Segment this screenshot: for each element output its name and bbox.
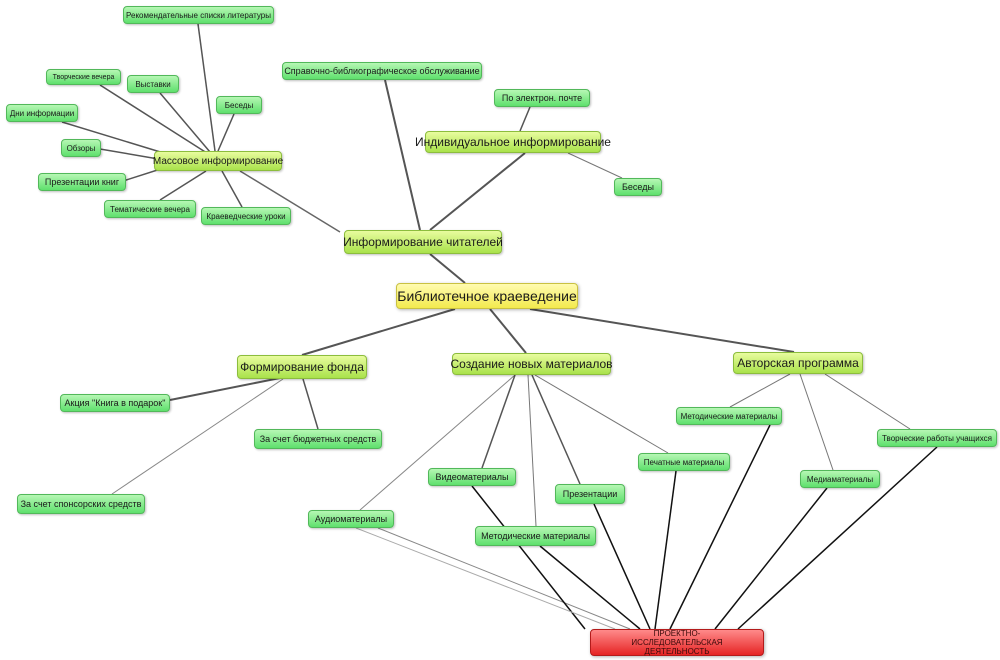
node-book-presentations[interactable]: Презентации книг: [38, 173, 126, 191]
node-student-works[interactable]: Творческие работы учащихся: [877, 429, 997, 447]
node-exhibitions[interactable]: Выставки: [127, 75, 179, 93]
node-info-days[interactable]: Дни информации: [6, 104, 78, 122]
line-mass-exhibitions: [159, 92, 211, 153]
line-methodical-target: [539, 545, 641, 630]
node-individual-informing[interactable]: Индивидуальное информирование: [415, 131, 611, 153]
line-mass-creative: [99, 84, 211, 156]
node-creative-evenings[interactable]: Творческие вечера: [46, 69, 121, 85]
line-media-target: [714, 487, 828, 630]
line-program-students: [824, 373, 911, 430]
node-reviews[interactable]: Обзоры: [61, 139, 101, 157]
line-audio-target-2: [355, 527, 616, 630]
line-individual-email: [519, 106, 531, 132]
line-mass-reading: [197, 23, 216, 152]
node-new-materials[interactable]: Создание новых материалов: [450, 353, 613, 375]
line-fund-sponsor: [111, 378, 284, 495]
line-program-methodical: [729, 373, 791, 408]
node-presentations[interactable]: Презентации: [555, 484, 625, 504]
node-mass-talks[interactable]: Беседы: [216, 96, 262, 114]
node-printed-materials[interactable]: Печатные материалы: [638, 453, 730, 471]
line-mass-talks: [217, 113, 235, 152]
line-informing-reference: [384, 79, 421, 231]
line-mass-themeevenings: [159, 170, 207, 201]
node-video[interactable]: Видеоматериалы: [428, 468, 516, 486]
node-sponsor[interactable]: За счет спонсорских средств: [17, 494, 145, 514]
node-informing[interactable]: Информирование читателей: [343, 230, 503, 254]
node-gift-action[interactable]: Акция "Книга в подарок": [60, 394, 170, 412]
line-central-materials: [489, 308, 527, 354]
node-reading-lists[interactable]: Рекомендательные списки литературы: [123, 6, 274, 24]
node-audio[interactable]: Аудиоматериалы: [308, 510, 394, 528]
node-individual-talks[interactable]: Беседы: [614, 178, 662, 196]
line-materials-video: [481, 374, 516, 469]
node-author-program[interactable]: Авторская программа: [733, 352, 863, 374]
line-students-target: [737, 446, 938, 630]
node-budget[interactable]: За счет бюджетных средств: [254, 429, 382, 449]
line-fund-gift: [169, 377, 281, 401]
line-materials-printed: [534, 374, 669, 454]
node-program-methodical[interactable]: Методические материалы: [676, 407, 782, 425]
line-fund-budget: [302, 378, 319, 430]
line-printed-target: [654, 470, 677, 630]
node-media[interactable]: Медиаматериалы: [800, 470, 880, 488]
line-video-target: [471, 485, 586, 630]
node-central[interactable]: Библиотечное краеведение: [396, 283, 578, 309]
node-mass-informing[interactable]: Массовое информирование: [153, 151, 283, 171]
line-central-informing: [429, 253, 466, 284]
line-materials-audio: [359, 374, 516, 511]
line-central-fund: [301, 308, 456, 356]
line-presentations-target: [593, 503, 651, 630]
node-local-lessons[interactable]: Краеведческие уроки: [201, 207, 291, 225]
line-individual-talks: [567, 152, 623, 179]
node-individual-email[interactable]: По электрон. почте: [494, 89, 590, 107]
line-informing-mass: [239, 170, 341, 233]
node-fund[interactable]: Формирование фонда: [237, 355, 367, 379]
line-audio-target: [377, 527, 631, 630]
node-reference-service[interactable]: Справочно-библиографическое обслуживание: [282, 62, 482, 80]
line-program-media: [799, 373, 834, 471]
line-materials-methodical: [527, 374, 537, 527]
line-programmethodical-target: [669, 424, 771, 630]
node-theme-evenings[interactable]: Тематические вечера: [104, 200, 196, 218]
line-mass-locallessons: [221, 170, 243, 208]
line-informing-individual: [429, 152, 526, 231]
line-central-program: [529, 308, 795, 353]
line-materials-presentations: [531, 374, 581, 485]
node-research-activity[interactable]: ПРОЕКТНО-ИССЛЕДОВАТЕЛЬСКАЯ ДЕЯТЕЛЬНОСТЬ: [590, 629, 764, 656]
node-methodical-materials[interactable]: Методические материалы: [475, 526, 596, 546]
